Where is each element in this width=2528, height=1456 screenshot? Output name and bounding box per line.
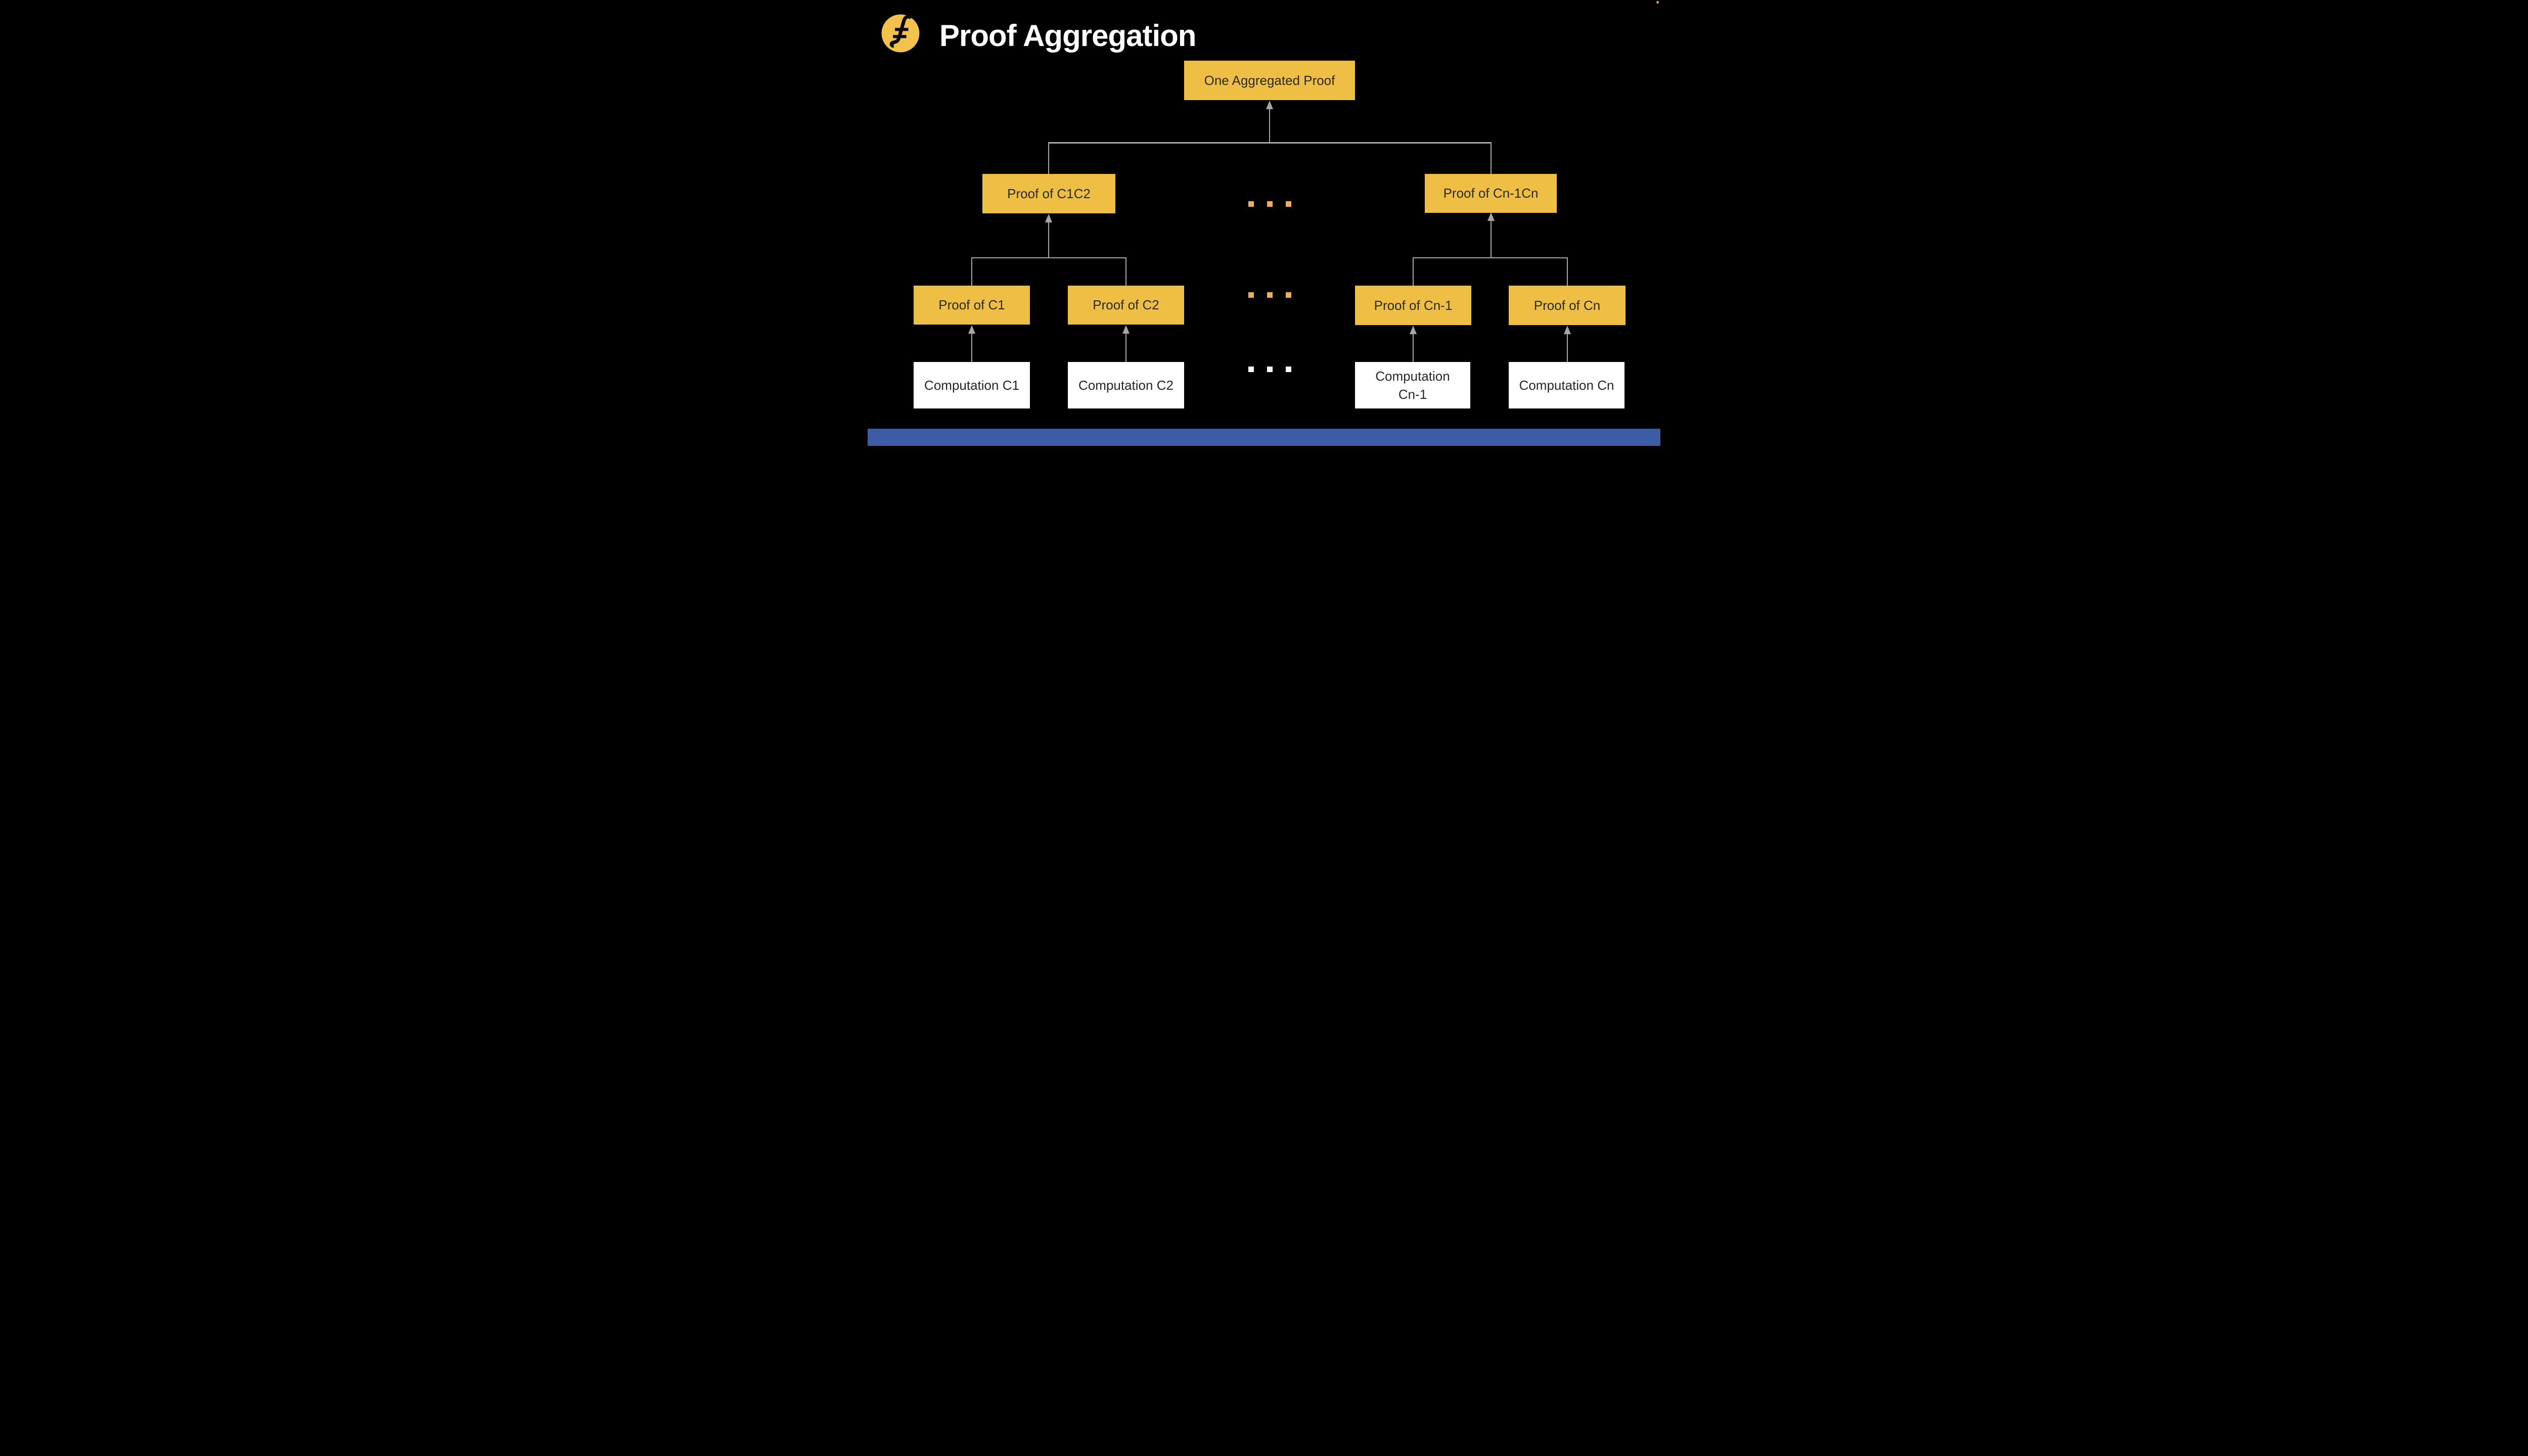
connector-top-horizontal <box>1049 142 1492 144</box>
ellipsis-dot <box>1286 367 1291 372</box>
ellipsis-dot <box>1267 367 1273 372</box>
connector-drop-cn <box>1567 257 1568 286</box>
node-one-aggregated-proof: One Aggregated Proof <box>1184 61 1355 100</box>
node-computation-cn: Computation Cn <box>1509 362 1624 408</box>
footer-bar <box>868 429 1660 446</box>
slide: Proof Aggregation One Aggregated Proof P… <box>868 0 1660 446</box>
node-proof-of-c1c2: Proof of C1C2 <box>982 174 1115 213</box>
connector-drop-left <box>1048 142 1049 174</box>
ellipsis-dot <box>1248 292 1254 298</box>
ellipsis-dot <box>1248 201 1254 207</box>
connector-top-arrow-line <box>1269 108 1270 143</box>
ellipsis-dot <box>1267 201 1273 207</box>
ellipsis-dot <box>1248 367 1254 372</box>
ellipsis-dot <box>1286 292 1291 298</box>
node-proof-of-c1: Proof of C1 <box>914 286 1030 325</box>
node-proof-of-cn: Proof of Cn <box>1509 286 1626 325</box>
connector-drop-cn1 <box>1413 257 1414 286</box>
connector-left-arrow-line <box>1048 221 1049 258</box>
ellipsis-dot <box>1267 292 1273 298</box>
arrow-up-icon <box>1122 325 1130 334</box>
corner-dot-icon <box>1656 1 1659 4</box>
connector-drop-c1 <box>971 257 972 286</box>
filecoin-logo-icon <box>881 14 920 53</box>
node-proof-of-c2: Proof of C2 <box>1068 286 1184 325</box>
connector-left-horizontal <box>971 257 1126 258</box>
connector-comp-c2-line <box>1125 333 1126 362</box>
connector-comp-c1-line <box>971 333 972 362</box>
connector-right-horizontal <box>1413 257 1567 258</box>
node-computation-c1: Computation C1 <box>914 362 1030 408</box>
arrow-up-icon <box>1410 326 1417 334</box>
arrow-up-icon <box>968 325 975 334</box>
connector-right-arrow-line <box>1491 220 1492 258</box>
node-computation-c2: Computation C2 <box>1068 362 1184 408</box>
arrow-up-icon <box>1564 326 1571 334</box>
node-proof-of-cn-1: Proof of Cn-1 <box>1355 286 1471 325</box>
node-proof-of-cn-1cn: Proof of Cn-1Cn <box>1425 174 1557 213</box>
arrow-up-icon <box>1045 214 1052 222</box>
ellipsis-dot <box>1286 201 1291 207</box>
page-title: Proof Aggregation <box>939 19 1196 53</box>
arrow-up-icon <box>1266 101 1273 109</box>
arrow-up-icon <box>1487 212 1495 221</box>
node-computation-cn-1: Computation Cn-1 <box>1355 362 1470 408</box>
connector-drop-right <box>1491 142 1492 174</box>
node-label: Computation Cn-1 <box>1375 368 1450 402</box>
connector-comp-cn-line <box>1567 333 1568 362</box>
connector-comp-cn1-line <box>1413 333 1414 362</box>
connector-drop-c2 <box>1125 257 1126 286</box>
